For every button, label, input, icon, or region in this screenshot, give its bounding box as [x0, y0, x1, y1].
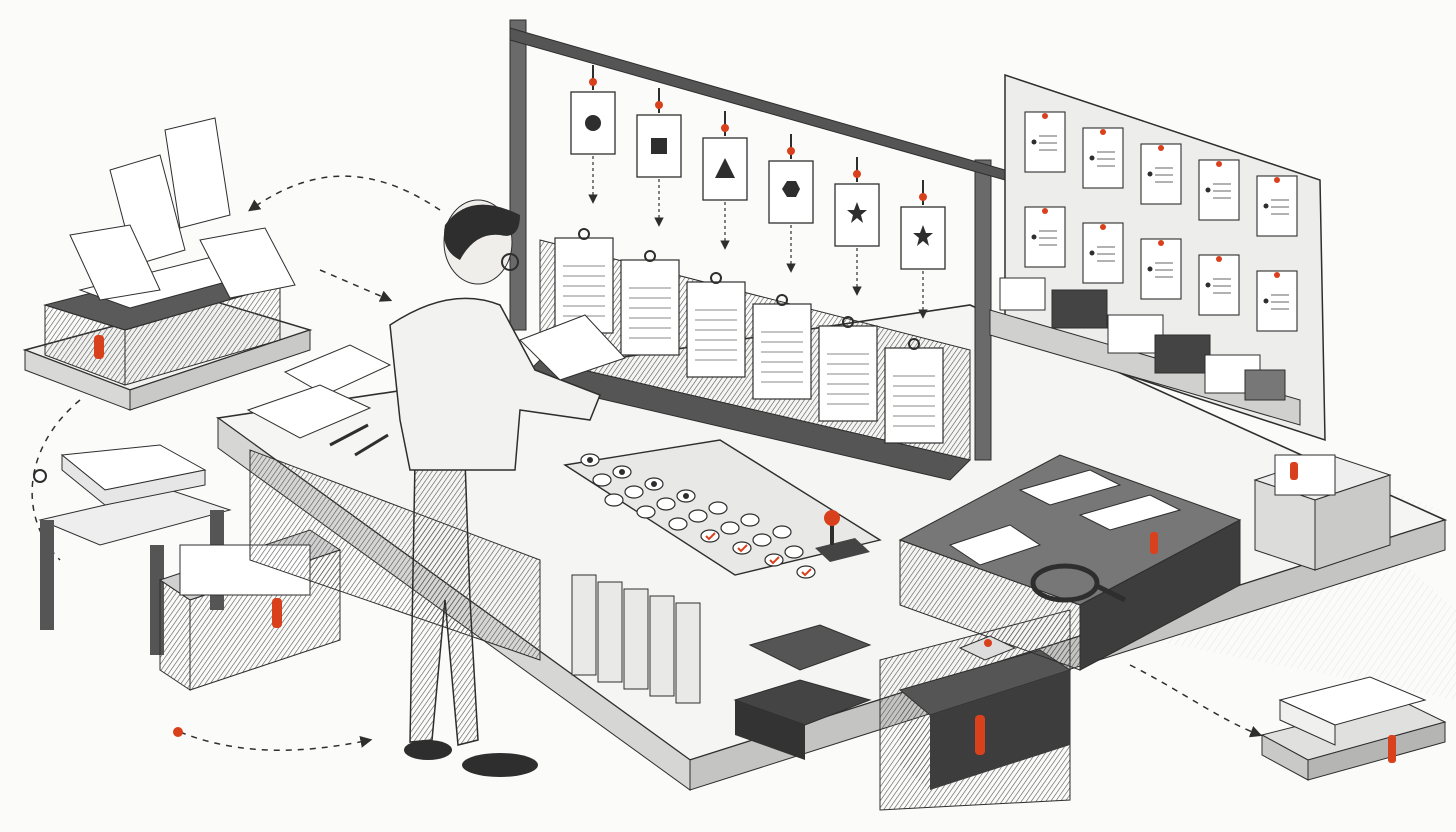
symbol-card-square — [636, 88, 682, 227]
pinned-sheet — [1256, 175, 1298, 237]
checkbox — [740, 513, 760, 527]
binder — [675, 602, 701, 704]
shoe — [462, 753, 538, 777]
symbol-card-star — [900, 180, 946, 319]
pinned-sheet — [1198, 254, 1240, 316]
checkbox — [636, 505, 656, 519]
symbol-cards — [570, 65, 946, 319]
flow-arrow-mid — [319, 269, 393, 302]
checkbox — [624, 485, 644, 499]
slot-document — [686, 272, 746, 378]
checkbox — [720, 521, 740, 535]
flow-arrows — [31, 175, 1263, 751]
binder — [649, 595, 675, 697]
checkbox — [592, 473, 612, 487]
check-icon — [801, 568, 812, 577]
box-stack — [733, 624, 872, 760]
clip-icon — [975, 715, 985, 755]
shoe — [404, 740, 452, 760]
binder — [571, 574, 597, 676]
check-icon — [705, 532, 716, 541]
compartment-tray — [898, 454, 1242, 671]
slot-document — [884, 338, 944, 444]
clip-icon — [1388, 735, 1396, 763]
checkbox — [676, 489, 696, 503]
symbol-card-circle — [570, 65, 616, 204]
file-crate-right — [1253, 454, 1392, 571]
document-icon — [519, 314, 626, 381]
checkbox — [752, 533, 772, 547]
clip-icon — [1290, 462, 1298, 480]
slot-document — [818, 316, 878, 422]
pinned-sheet — [1198, 159, 1240, 221]
document-icon — [69, 117, 296, 301]
check-icon — [769, 556, 780, 565]
checkbox — [772, 525, 792, 539]
joystick-icon — [815, 510, 870, 562]
checkbox — [668, 517, 688, 531]
flow-arrow-left-loop — [31, 399, 81, 561]
storage-chest — [898, 649, 1072, 790]
flow-node-left — [33, 469, 47, 483]
flow-arrow-bottom-left — [179, 731, 373, 751]
checkbox — [580, 453, 600, 467]
flow-arrow-bottom-right — [1129, 664, 1263, 738]
storage-shelf-left — [38, 444, 342, 691]
symbol-card-triangle — [702, 111, 748, 250]
flow-arrow-top-left — [248, 175, 441, 212]
person-reading-document — [389, 199, 626, 777]
checkbox — [732, 541, 752, 555]
symbol-card-hexagon — [768, 134, 814, 273]
inbox-tray-top-left — [22, 117, 313, 411]
symbol-card-star — [834, 157, 880, 296]
clip-icon — [272, 598, 282, 628]
magnifier-icon — [1030, 563, 1127, 603]
pinned-sheet — [1082, 222, 1124, 284]
flow-node-bottom — [173, 727, 183, 737]
checkbox — [644, 477, 664, 491]
hanging-rail — [509, 19, 1006, 461]
pinned-sheet — [1024, 206, 1066, 268]
checklist-marks — [580, 453, 816, 579]
pinned-sheet — [1140, 238, 1182, 300]
pinned-sheet — [1024, 111, 1066, 173]
checkbox — [784, 545, 804, 559]
pinboard-shelf — [989, 277, 1301, 426]
clip-icon — [1150, 532, 1158, 554]
check-icon — [737, 544, 748, 553]
pen — [329, 423, 389, 457]
checkbox — [708, 501, 728, 515]
push-button — [958, 635, 1017, 661]
pinned-sheet — [1082, 127, 1124, 189]
checkbox — [764, 553, 784, 567]
pinned-sheet — [1140, 143, 1182, 205]
slot-document — [620, 250, 680, 356]
pinned-sheet — [1256, 270, 1298, 332]
checkbox — [656, 497, 676, 511]
document-icon — [246, 344, 392, 439]
checkbox — [700, 529, 720, 543]
clip-icon — [94, 335, 104, 359]
slot-document — [752, 294, 812, 400]
checkbox — [604, 493, 624, 507]
checkbox — [688, 509, 708, 523]
binder — [623, 588, 649, 690]
binder — [597, 581, 623, 683]
checkbox — [796, 565, 816, 579]
pinned-sheets — [1024, 111, 1298, 332]
checkbox — [612, 465, 632, 479]
binder-row — [571, 574, 701, 704]
outbox-tray-bottom-right — [1260, 676, 1447, 781]
